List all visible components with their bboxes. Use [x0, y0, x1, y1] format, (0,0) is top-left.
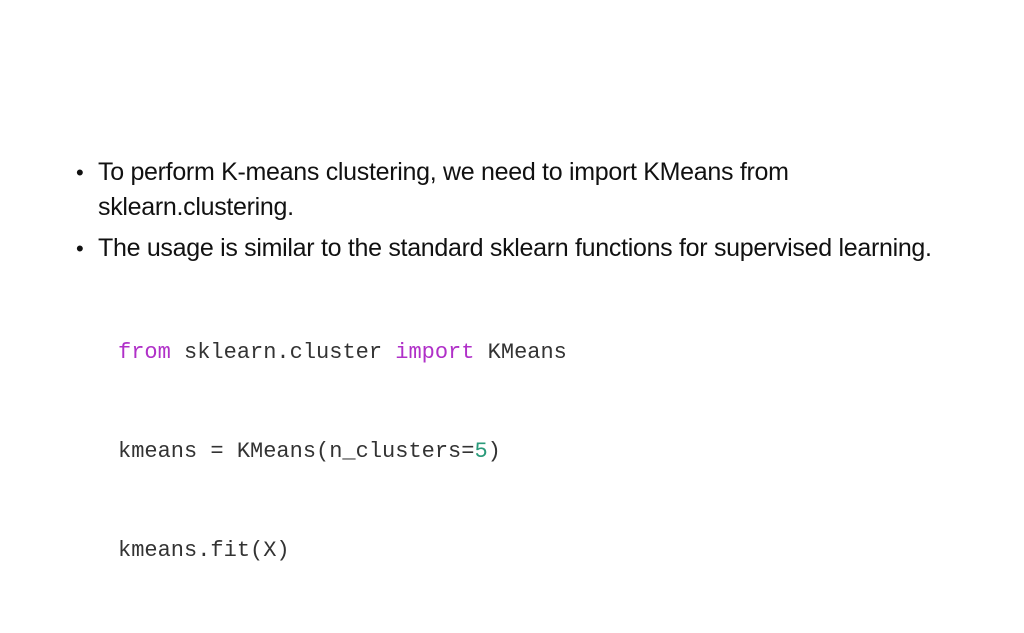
code-block: from sklearn.cluster import KMeans kmean… — [118, 270, 954, 633]
code-text: ) — [487, 439, 501, 464]
code-keyword: import — [395, 340, 475, 365]
bullet-text: To perform K-means clustering, we need t… — [98, 158, 789, 221]
code-line: from sklearn.cluster import KMeans — [118, 336, 954, 369]
code-keyword: from — [118, 340, 171, 365]
code-number: 5 — [474, 439, 488, 464]
code-text: kmeans = KMeans(n_clusters= — [118, 439, 475, 464]
code-text: kmeans.fit(X) — [118, 538, 290, 563]
code-line: kmeans = KMeans(n_clusters=5) — [118, 435, 954, 468]
bullet-dot-icon: • — [76, 160, 84, 185]
slide: • To perform K-means clustering, we need… — [76, 158, 932, 563]
bullet-dot-icon: • — [76, 236, 84, 261]
bullet-text: The usage is similar to the standard skl… — [98, 234, 932, 262]
bullet-item: • To perform K-means clustering, we need… — [74, 155, 954, 225]
code-module: sklearn.cluster — [170, 340, 396, 365]
bullet-item: • The usage is similar to the standard s… — [74, 231, 954, 266]
code-identifier: KMeans — [474, 340, 567, 365]
code-line: kmeans.fit(X) — [118, 534, 954, 567]
slide-body: • To perform K-means clustering, we need… — [74, 155, 954, 633]
